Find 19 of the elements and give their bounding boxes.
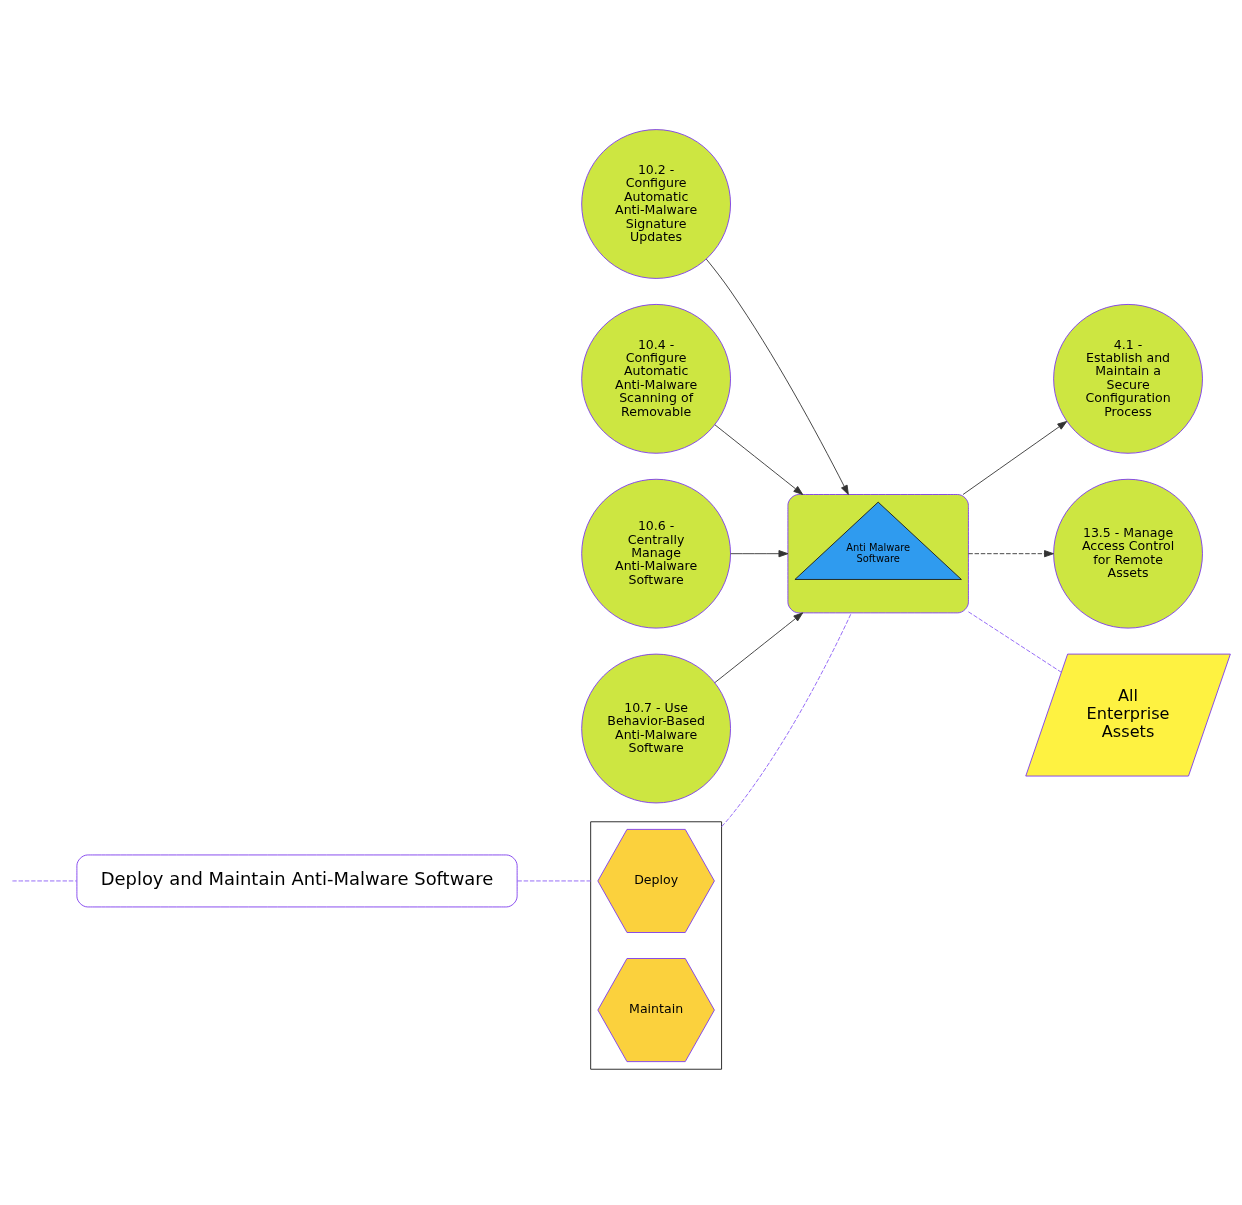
arrow — [705, 258, 849, 495]
arrow — [714, 611, 804, 683]
node-circle: 10.6 - Centrally Manage Anti-Malware Software — [581, 478, 731, 629]
arrow — [714, 423, 804, 495]
node-circle: 4.1 - Establish and Maintain a Secure Configuration Process — [1053, 303, 1203, 454]
node-circle: 13.5 - Manage Access Control for Remote Assets — [1053, 478, 1203, 629]
node-circle: 10.4 - Configure Automatic Anti-Malware Scanning of Removable — [581, 303, 731, 454]
arrow — [962, 420, 1068, 495]
node-circle: 10.2 - Configure Automatic Anti-Malware Signature Updates — [581, 128, 731, 279]
arrow — [967, 549, 1054, 557]
arrow — [730, 549, 789, 557]
node-circle: 10.7 - Use Behavior-Based Anti-Malware Software — [581, 653, 731, 803]
cluster — [590, 820, 722, 1070]
connector — [721, 611, 852, 827]
cluster — [787, 493, 969, 613]
node-box: Deploy and Maintain Anti-Malware Software — [76, 854, 518, 907]
connector — [516, 880, 592, 881]
connector — [967, 610, 1062, 673]
connector — [11, 880, 78, 881]
